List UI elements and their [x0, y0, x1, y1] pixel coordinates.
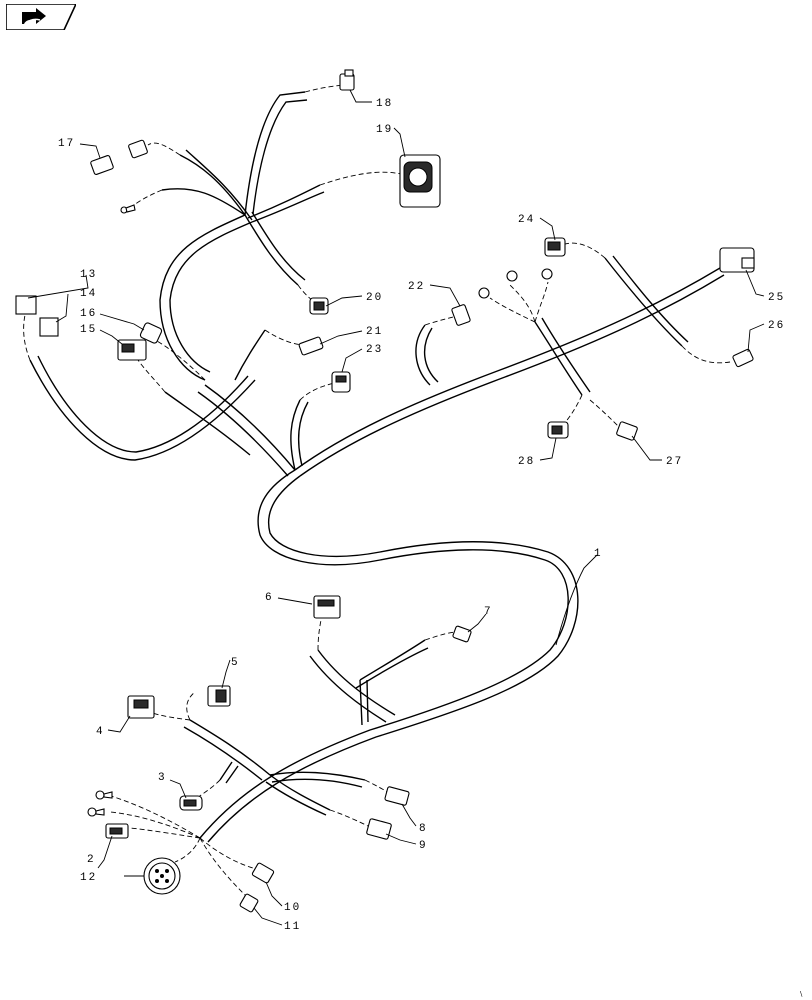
connector-4: [127, 695, 155, 719]
ring-terminal-17: [120, 204, 136, 214]
next-page-button[interactable]: [6, 4, 76, 30]
connector-5: [207, 685, 231, 707]
connector-27: [616, 421, 638, 441]
callout-16: 16: [80, 308, 97, 320]
callout-1: 1: [594, 548, 603, 560]
callout-8: 8: [419, 823, 428, 835]
ring-terminals-upper: [478, 268, 553, 299]
callout-10: 10: [284, 902, 301, 914]
connector-19: [399, 154, 441, 208]
corner-mark: \: [800, 990, 803, 998]
connector-2: [105, 823, 129, 839]
callout-12: 12: [80, 872, 97, 884]
callout-15: 15: [80, 324, 97, 336]
callout-7: 7: [484, 606, 493, 618]
callout-28: 28: [518, 456, 535, 468]
callout-19: 19: [376, 124, 393, 136]
connector-18: [339, 69, 355, 91]
callout-14: 14: [80, 288, 97, 300]
leader-lines: [27, 89, 765, 926]
callout-18: 18: [376, 98, 393, 110]
callout-11: 11: [284, 921, 301, 933]
callout-2: 2: [87, 854, 96, 866]
connector-8: [384, 786, 410, 806]
connector-15: [117, 339, 147, 361]
callout-23: 23: [366, 344, 383, 356]
next-page-arrow-icon: [22, 8, 46, 24]
callout-21: 21: [366, 326, 383, 338]
connector-6: [313, 595, 341, 619]
connector-parts: [15, 69, 755, 913]
connector-25: [719, 247, 755, 273]
connector-7: [452, 625, 472, 643]
callout-17: 17: [58, 138, 75, 150]
relay-14: [39, 317, 59, 337]
callout-3: 3: [158, 772, 167, 784]
callout-25: 25: [768, 292, 785, 304]
harness-bundles: [29, 91, 725, 843]
callout-6: 6: [265, 592, 274, 604]
connector-28: [547, 421, 569, 439]
callout-22: 22: [408, 281, 425, 293]
connector-26: [732, 348, 754, 368]
connector-9: [366, 818, 392, 840]
connector-12: [143, 857, 181, 895]
connector-10: [251, 862, 275, 884]
callout-13: 13: [80, 269, 97, 281]
callout-24: 24: [518, 214, 535, 226]
connector-20: [309, 297, 329, 315]
callout-9: 9: [419, 840, 428, 852]
callout-27: 27: [666, 456, 683, 468]
callout-4: 4: [96, 726, 105, 738]
connector-11: [239, 893, 259, 913]
connector-3: [179, 795, 203, 811]
connector-17: [90, 139, 148, 175]
relay-13: [15, 295, 37, 315]
connector-24: [544, 237, 566, 257]
ring-terminals-lower: [87, 790, 113, 817]
callout-labels: 1 2 3 4 5 6 7 8 9 10 11 12 13 14 15 16 1…: [58, 98, 785, 933]
connector-21: [298, 336, 324, 356]
callout-5: 5: [231, 657, 240, 669]
callout-26: 26: [768, 320, 785, 332]
connector-23: [331, 371, 351, 393]
connector-22: [451, 304, 471, 326]
callout-20: 20: [366, 292, 383, 304]
